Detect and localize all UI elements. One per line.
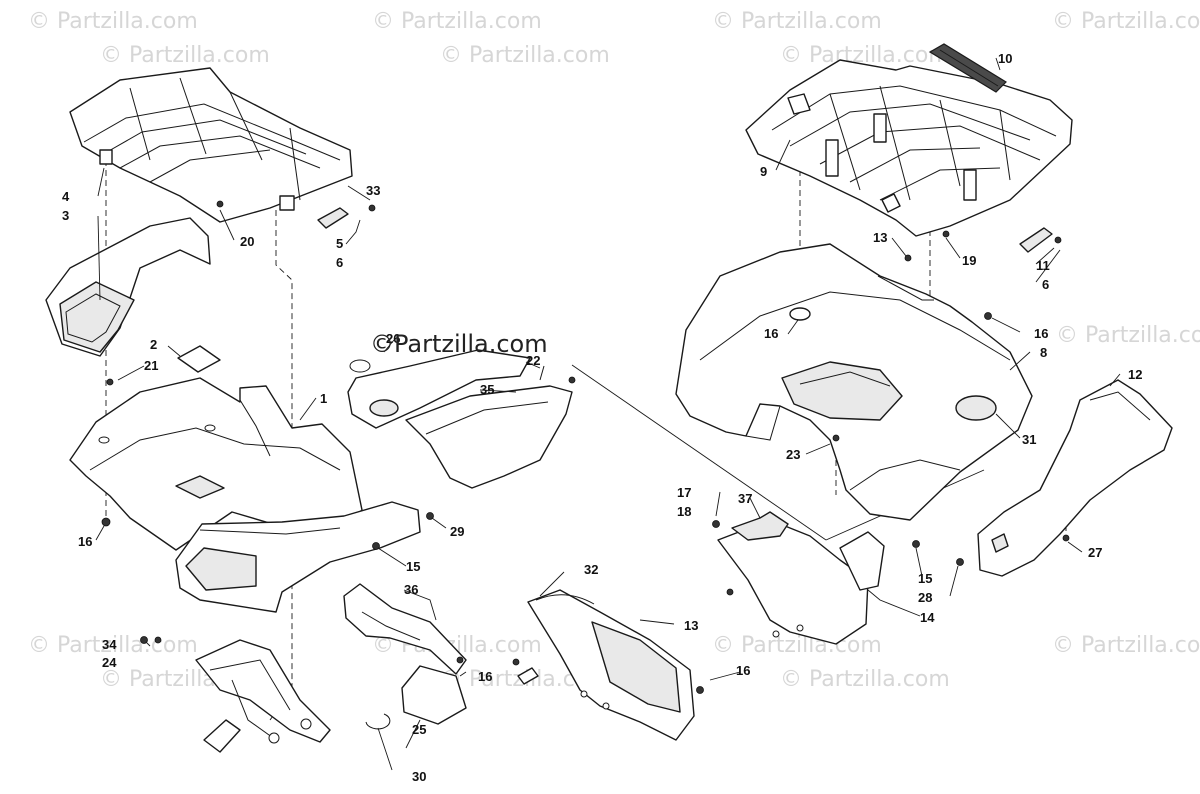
watermark: © Partzilla.com — [712, 9, 882, 34]
watermark: © Partzilla.com — [28, 633, 198, 658]
watermark: © Partzilla.com — [712, 633, 882, 658]
callout-6: 6 — [336, 255, 343, 270]
callout-30: 30 — [412, 769, 426, 784]
callout-31: 31 — [1022, 432, 1036, 447]
seal-ring — [365, 713, 391, 730]
callout-36: 36 — [404, 582, 418, 597]
side-panel-upper — [347, 349, 531, 429]
hardware — [101, 200, 1070, 694]
rear-rack — [745, 59, 1073, 237]
leader-lines — [95, 57, 1121, 771]
callout-10: 10 — [998, 51, 1012, 66]
callout-17: 17 — [677, 485, 691, 500]
front-fender-extension — [45, 217, 211, 357]
callout-11: 11 — [1036, 258, 1050, 273]
callout-9: 9 — [760, 164, 767, 179]
callout-3: 3 — [62, 208, 69, 223]
callout-13: 13 — [873, 230, 887, 245]
callout-37: 37 — [738, 491, 752, 506]
callout-5: 5 — [336, 236, 343, 251]
callout-20: 20 — [240, 234, 254, 249]
watermark: © Partzilla.com — [780, 667, 950, 692]
side-panel-center — [527, 589, 695, 741]
callout-15: 15 — [406, 559, 420, 574]
rear-fender-extension — [977, 379, 1173, 577]
front-mount-bracket — [343, 583, 467, 725]
callout-19: 19 — [962, 253, 976, 268]
callout-6: 6 — [1042, 277, 1049, 292]
front-fascia — [175, 501, 421, 613]
callout-26: 26 — [386, 331, 400, 346]
callout-13: 13 — [684, 618, 698, 633]
side-panel-lower — [405, 365, 573, 489]
front-reflector — [317, 207, 349, 229]
callout-labels: 1 2 3 4 5 6 6 8 9 10 11 12 13 13 14 15 1… — [62, 51, 1142, 784]
watermark: © Partzilla.com — [28, 9, 198, 34]
rear-body-panel — [675, 243, 1033, 521]
watermark: © Partzilla.com — [1052, 9, 1200, 34]
callout-16: 16 — [78, 534, 92, 549]
callout-12: 12 — [1128, 367, 1142, 382]
watermark-center: ©Partzilla.com — [370, 330, 548, 358]
rear-splash-guard — [717, 519, 885, 645]
rack-grip — [928, 43, 1007, 93]
callout-2: 2 — [150, 337, 157, 352]
front-rack — [69, 67, 353, 223]
small-plate — [177, 345, 221, 373]
callout-22: 22 — [526, 353, 540, 368]
callout-16: 16 — [1034, 326, 1048, 341]
callout-15: 15 — [918, 571, 932, 586]
callout-18: 18 — [677, 504, 691, 519]
callout-23: 23 — [786, 447, 800, 462]
callout-4: 4 — [62, 189, 70, 204]
callout-21: 21 — [144, 358, 158, 373]
callout-16: 16 — [764, 326, 778, 341]
watermark: © Partzilla.com — [1052, 633, 1200, 658]
watermark: © Partzilla.com — [372, 9, 542, 34]
callout-32: 32 — [584, 562, 598, 577]
callout-29: 29 — [450, 524, 464, 539]
callout-35: 35 — [480, 382, 494, 397]
callout-27: 27 — [1088, 545, 1102, 560]
callout-33: 33 — [366, 183, 380, 198]
callout-8: 8 — [1040, 345, 1047, 360]
callout-14: 14 — [920, 610, 935, 625]
watermark: © Partzilla.com — [100, 43, 270, 68]
watermark: © Partzilla.com — [440, 43, 610, 68]
callout-24: 24 — [102, 655, 117, 670]
callout-25: 25 — [412, 722, 426, 737]
callout-34: 34 — [102, 637, 117, 652]
watermark: © Partzilla.com — [1056, 323, 1200, 348]
callout-16: 16 — [478, 669, 492, 684]
front-frame-bracket — [195, 639, 331, 753]
rear-reflector — [881, 193, 1053, 253]
callout-1: 1 — [320, 391, 327, 406]
callout-28: 28 — [918, 590, 932, 605]
callout-16: 16 — [736, 663, 750, 678]
front-body-panel — [69, 377, 363, 551]
